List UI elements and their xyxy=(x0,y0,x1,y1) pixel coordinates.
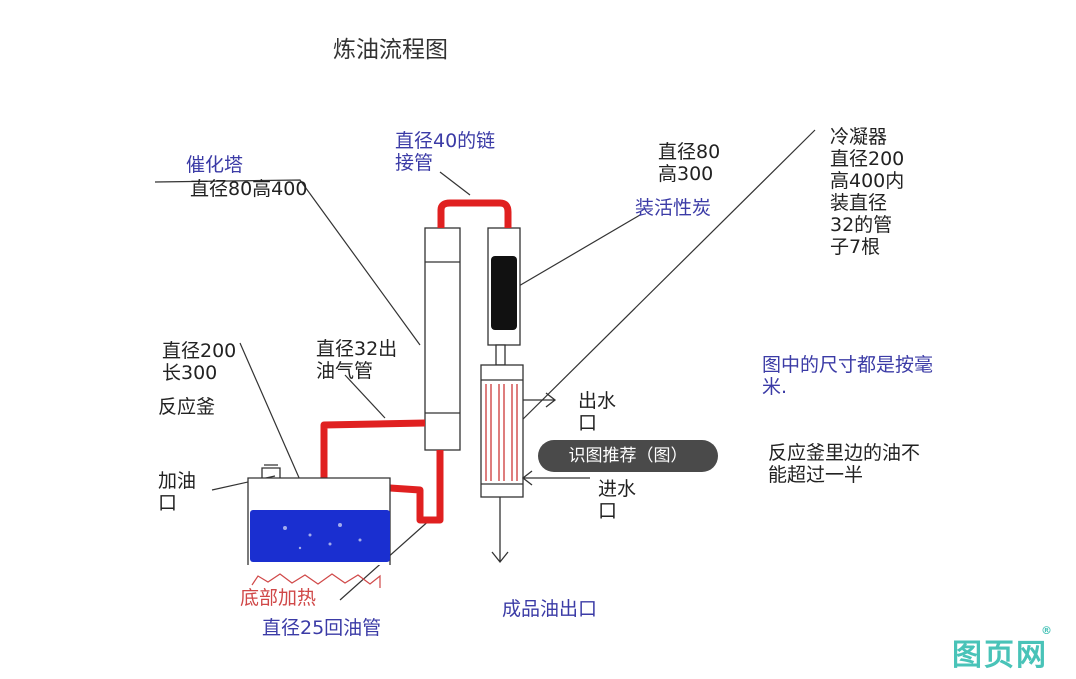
carbon-fill-label: 装活性炭 xyxy=(635,197,712,219)
catalytic-tower-size: 直径80高400 xyxy=(190,178,308,200)
product-outlet-arrow xyxy=(491,497,509,564)
oil-level-note: 反应釜里边的油不 能超过一半 xyxy=(768,442,921,486)
activated-carbon-fill xyxy=(491,256,517,330)
leader-condenser xyxy=(511,129,816,431)
leader-catalytic-tower xyxy=(154,179,421,346)
water-inlet-arrow xyxy=(521,470,590,486)
leader-reactor xyxy=(239,342,301,481)
leader-link-pipe xyxy=(439,171,471,196)
heating-squiggle xyxy=(251,573,381,588)
water-outlet-arrow xyxy=(523,392,557,408)
link-pipe-label: 直径40的链 接管 xyxy=(395,130,496,174)
gas-pipe-label: 直径32出 油气管 xyxy=(316,338,398,382)
water-inlet-label: 进水 口 xyxy=(598,478,637,522)
return-oil-pipe xyxy=(389,450,444,524)
condenser-label: 冷凝器 直径200 高400内 装直径 32的管 子7根 xyxy=(830,126,905,258)
leader-gas-pipe xyxy=(344,374,386,419)
return-pipe-label: 直径25回油管 xyxy=(262,617,382,639)
units-note: 图中的尺寸都是按毫 米. xyxy=(762,354,934,398)
fill-port xyxy=(261,464,281,478)
condenser xyxy=(480,364,590,564)
bottom-heating-label: 底部加热 xyxy=(240,587,317,609)
catalytic-tower-label: 催化塔 xyxy=(186,154,244,176)
image-recommend-button[interactable]: 识图推荐（图） xyxy=(538,440,718,472)
activated-carbon-column xyxy=(487,227,521,366)
gas-outlet-pipe xyxy=(320,419,426,478)
carbon-size-label: 直径80 高300 xyxy=(658,141,721,185)
link-pipe xyxy=(437,199,512,228)
watermark-logo: 图页网® xyxy=(952,624,1054,673)
reactor xyxy=(247,464,391,565)
product-outlet-label: 成品油出口 xyxy=(502,598,598,620)
fill-port-label: 加油 口 xyxy=(158,470,197,514)
oil-fill xyxy=(250,510,390,562)
water-outlet-label: 出水 口 xyxy=(578,390,617,434)
leader-carbon xyxy=(511,214,641,291)
diagram-title: 炼油流程图 xyxy=(333,37,448,63)
reactor-label: 反应釜 xyxy=(158,396,216,418)
catalytic-tower xyxy=(424,227,461,451)
reactor-size-label: 直径200 长300 xyxy=(162,340,237,384)
